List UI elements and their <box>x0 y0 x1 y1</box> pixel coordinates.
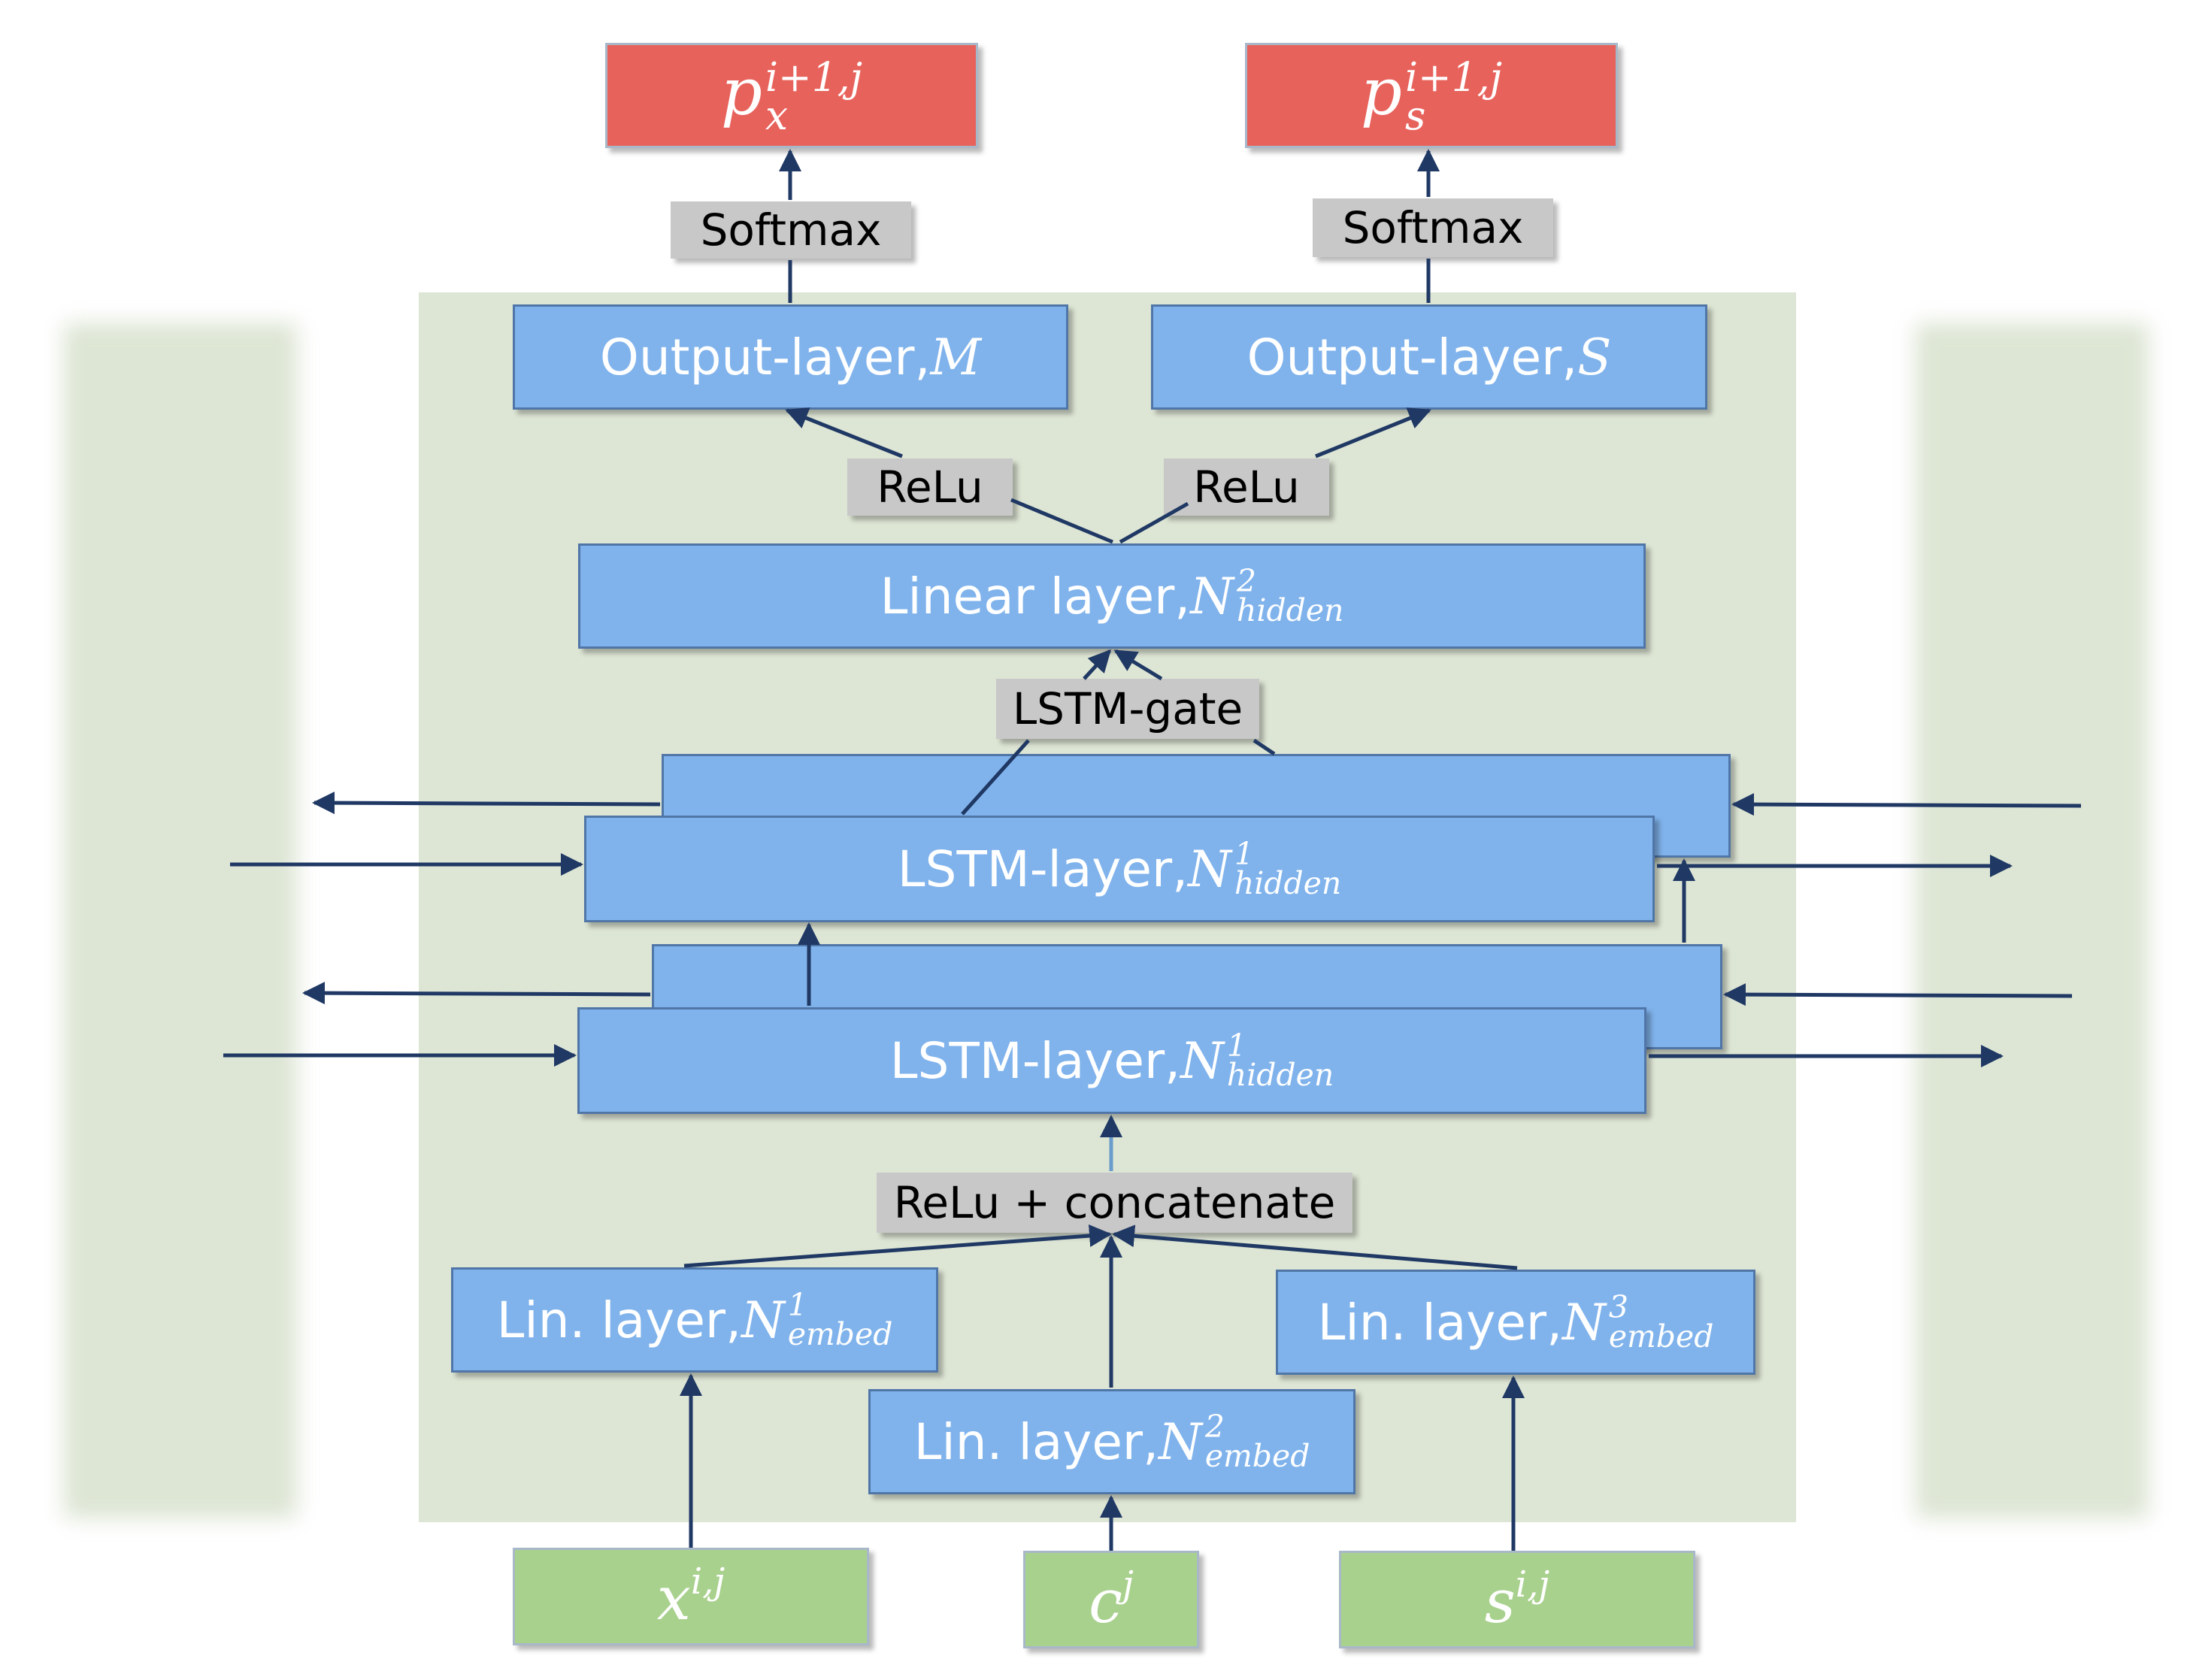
output-layer-s: Output-layer, S <box>1151 304 1707 410</box>
input-x-math: xi,j <box>656 1560 725 1633</box>
input-s-math: si,j <box>1484 1563 1550 1636</box>
relu-concatenate: ReLu + concatenate <box>877 1173 1352 1233</box>
line-linear-to-relu-left <box>1010 498 1113 544</box>
line-linear-to-relu-right <box>1119 501 1189 544</box>
softmax-right: Softmax <box>1313 198 1553 257</box>
arrow-relu-right-to-output-s <box>1315 407 1431 459</box>
arrow-lstm-top-back-left-out <box>312 792 661 815</box>
relu-right: ReLu <box>1164 459 1329 516</box>
relu-left: ReLu <box>847 459 1013 516</box>
input-c-math: cj <box>1089 1563 1134 1636</box>
arrow-lstm-bottom-back-left-out <box>302 982 651 1005</box>
line-lstm-top-to-gate <box>961 739 1030 816</box>
arrow-relu-left-to-output-m <box>785 407 903 459</box>
arrow-right-in-lstm-bottom-back <box>1723 983 2073 1006</box>
softmax-left: Softmax <box>671 201 911 259</box>
right-side-panel <box>1916 323 2149 1518</box>
line-lstm-back-to-gate <box>1253 738 1276 756</box>
arrow-lin1-to-concat <box>683 1224 1112 1268</box>
output-layer-m: Output-layer, M <box>513 304 1068 410</box>
input-c: cj <box>1023 1551 1199 1648</box>
input-x: xi,j <box>513 1548 869 1645</box>
left-side-panel <box>64 323 297 1518</box>
lstm-gate: LSTM-gate <box>996 679 1259 739</box>
arrow-gate-to-linear-left <box>1083 649 1112 680</box>
arrow-right-in-lstm-top-back <box>1731 793 2082 816</box>
input-s: si,j <box>1339 1551 1695 1648</box>
arrow-gate-to-linear-right <box>1113 649 1163 681</box>
arrow-lin3-to-concat <box>1112 1224 1518 1270</box>
